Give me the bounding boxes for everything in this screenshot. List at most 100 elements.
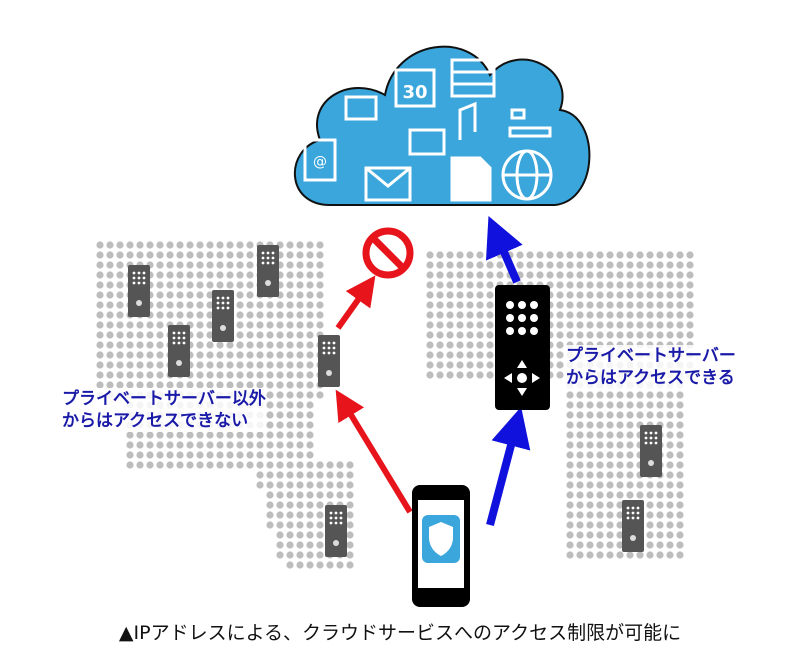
map-dot — [176, 261, 184, 269]
map-dot — [236, 351, 244, 359]
map-dot — [226, 261, 234, 269]
map-dot — [586, 481, 594, 489]
map-dot — [576, 421, 584, 429]
map-dot — [656, 401, 664, 409]
map-dot — [146, 331, 154, 339]
map-dot — [676, 291, 684, 299]
map-dot — [676, 431, 684, 439]
map-dot — [606, 551, 614, 559]
map-dot — [466, 281, 474, 289]
map-dot — [666, 451, 674, 459]
map-dot — [286, 251, 294, 259]
map-dot — [436, 291, 444, 299]
map-dot — [626, 261, 634, 269]
map-dot — [286, 561, 294, 569]
server-icon — [640, 425, 662, 477]
map-dot — [316, 471, 324, 479]
map-dot — [666, 501, 674, 509]
map-dot — [566, 421, 574, 429]
map-dot — [306, 311, 314, 319]
map-dot — [136, 431, 144, 439]
map-dot — [466, 371, 474, 379]
map-dot — [286, 521, 294, 529]
map-dot — [156, 441, 164, 449]
map-dot — [116, 281, 124, 289]
map-dot — [196, 291, 204, 299]
map-dot — [676, 391, 684, 399]
map-dot — [346, 551, 354, 559]
map-dot — [646, 311, 654, 319]
map-dot — [316, 291, 324, 299]
map-dot — [596, 431, 604, 439]
map-dot — [276, 401, 284, 409]
map-dot — [676, 331, 684, 339]
map-dot — [156, 331, 164, 339]
map-dot — [136, 351, 144, 359]
map-dot — [666, 521, 674, 529]
map-dot — [246, 241, 254, 249]
map-dot — [306, 401, 314, 409]
map-dot — [296, 511, 304, 519]
map-dot — [296, 371, 304, 379]
blocked-label-line1: プライベートサーバー以外 — [62, 389, 266, 409]
map-dot — [646, 301, 654, 309]
map-dot — [256, 351, 264, 359]
map-dot — [676, 481, 684, 489]
map-dot — [186, 241, 194, 249]
map-dot — [296, 461, 304, 469]
map-dot — [666, 531, 674, 539]
map-dot — [606, 461, 614, 469]
map-dot — [156, 241, 164, 249]
map-dot — [246, 331, 254, 339]
map-dot — [566, 531, 574, 539]
map-dot — [216, 261, 224, 269]
map-dot — [116, 291, 124, 299]
map-dot — [206, 271, 214, 279]
map-dot — [146, 361, 154, 369]
map-dot — [306, 251, 314, 259]
map-dot — [306, 421, 314, 429]
map-dot — [596, 401, 604, 409]
map-dot — [106, 361, 114, 369]
map-dot — [176, 311, 184, 319]
map-dot — [296, 261, 304, 269]
map-dot — [316, 281, 324, 289]
map-dot — [436, 331, 444, 339]
map-dot — [566, 321, 574, 329]
map-dot — [566, 451, 574, 459]
map-dot — [336, 481, 344, 489]
email-symbol: @ — [313, 154, 327, 170]
map-dot — [316, 391, 324, 399]
map-dot — [196, 431, 204, 439]
map-dot — [556, 371, 564, 379]
map-dot — [346, 481, 354, 489]
map-dot — [226, 361, 234, 369]
map-dot — [476, 371, 484, 379]
map-dot — [166, 381, 174, 389]
map-dot — [286, 281, 294, 289]
map-dot — [686, 301, 694, 309]
map-dot — [566, 431, 574, 439]
map-dot — [566, 411, 574, 419]
map-dot — [616, 401, 624, 409]
map-dot — [536, 271, 544, 279]
map-dot — [196, 441, 204, 449]
map-dot — [306, 351, 314, 359]
map-dot — [266, 481, 274, 489]
map-dot — [256, 331, 264, 339]
map-dot — [456, 251, 464, 259]
map-dot — [266, 401, 274, 409]
map-dot — [446, 371, 454, 379]
image-icon — [408, 128, 446, 156]
map-dot — [606, 411, 614, 419]
map-dot — [576, 281, 584, 289]
map-dot — [286, 351, 294, 359]
map-dot — [556, 261, 564, 269]
map-dot — [246, 451, 254, 459]
map-dot — [486, 301, 494, 309]
map-dot — [276, 491, 284, 499]
map-dot — [616, 471, 624, 479]
map-dot — [536, 251, 544, 259]
map-dot — [236, 251, 244, 259]
map-dot — [276, 411, 284, 419]
